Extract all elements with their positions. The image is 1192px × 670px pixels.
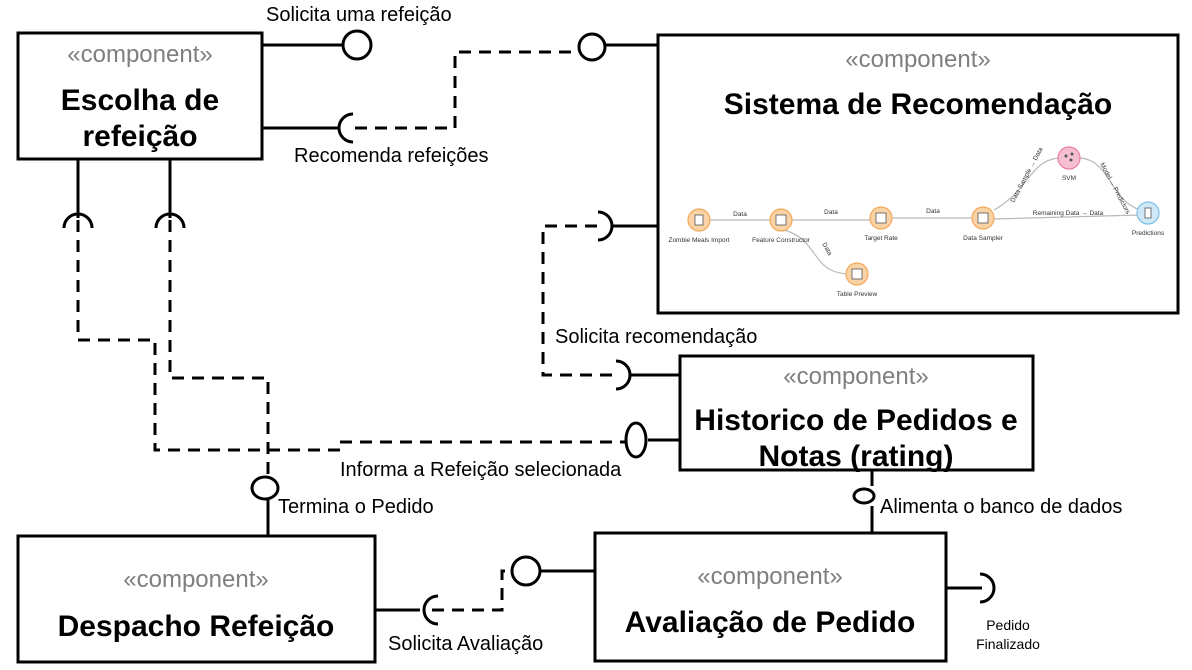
interface-socket-escolha2 bbox=[154, 212, 186, 229]
dependency-informa-escolha1 bbox=[76, 220, 625, 452]
workflow-node-preview: Table Preview bbox=[837, 262, 878, 298]
interface-labels: Solicita uma refeição Recomenda refeiçõe… bbox=[266, 4, 1122, 655]
interface-ball-alimenta bbox=[852, 487, 876, 505]
dependency-solicita-avaliacao bbox=[432, 569, 512, 612]
workflow-node-label: Predictions bbox=[1132, 230, 1165, 237]
workflow-node-predictions: Predictions bbox=[1132, 201, 1165, 237]
component-name-escolha-line2: refeição bbox=[82, 120, 197, 153]
workflow-edge-label: Remaining Data → Data bbox=[1033, 210, 1104, 217]
workflow-node-label: Zombie Meals Import bbox=[668, 237, 729, 244]
workflow-node-label: Feature Constructor bbox=[752, 237, 811, 244]
workflow-node-sampler: Data Sampler bbox=[963, 206, 1004, 242]
component-escolha-de-refeicao: «component» Escolha de refeição bbox=[16, 31, 264, 161]
component-name-historico-line2: Notas (rating) bbox=[759, 440, 954, 473]
component-historico-de-pedidos: «component» Historico de Pedidos e Notas… bbox=[678, 354, 1035, 473]
workflow-node-label: SVM bbox=[1062, 175, 1076, 182]
stereotype-avaliacao: «component» bbox=[697, 563, 842, 590]
component-sistema-de-recomendacao: «component» Sistema de Recomendação Data… bbox=[656, 33, 1180, 315]
workflow-node-svm: SVM bbox=[1057, 146, 1081, 182]
workflow-edge-label: Data bbox=[733, 211, 747, 218]
component-name-sistema: Sistema de Recomendação bbox=[724, 88, 1113, 121]
workflow-node-feature: Feature Constructor bbox=[752, 208, 811, 244]
workflow-node-zombie: Zombie Meals Import bbox=[668, 208, 730, 244]
label-pedido-finalizado-line1: Pedido bbox=[986, 617, 1030, 633]
label-solicita-recomendacao: Solicita recomendação bbox=[555, 326, 757, 348]
stereotype-sistema: «component» bbox=[845, 46, 990, 73]
connector-lines bbox=[76, 43, 982, 612]
label-solicita-refeicao: Solicita uma refeição bbox=[266, 4, 452, 26]
interface-ball-solicita-refeicao bbox=[341, 29, 373, 61]
interface-ball-informa bbox=[624, 421, 648, 459]
workflow-node-label: Target Rate bbox=[864, 235, 898, 242]
stereotype-historico: «component» bbox=[783, 363, 928, 390]
interface-socket-pedido-finalizado bbox=[979, 572, 996, 604]
interface-ball-sistema bbox=[577, 32, 607, 62]
interface-socket-sistema bbox=[597, 210, 614, 242]
dependency-lines bbox=[76, 50, 625, 612]
component-despacho-refeicao: «component» Despacho Refeição bbox=[16, 534, 377, 664]
label-alimenta-banco: Alimenta o banco de dados bbox=[880, 496, 1122, 518]
interface-socket-despacho bbox=[422, 594, 439, 626]
workflow-edge-label: Data bbox=[926, 208, 940, 215]
interface-socket-escolha1 bbox=[62, 212, 94, 229]
component-name-despacho: Despacho Refeição bbox=[58, 610, 335, 643]
interface-socket-recomenda bbox=[337, 112, 354, 144]
workflow-node-label: Table Preview bbox=[837, 291, 878, 298]
component-name-historico-line1: Historico de Pedidos e bbox=[694, 404, 1017, 437]
label-recomenda-refeicoes: Recomenda refeições bbox=[294, 145, 489, 167]
dependency-solicita-recomendacao bbox=[541, 224, 612, 377]
dependency-escolha2-termina bbox=[168, 220, 270, 476]
stereotype-despacho: «component» bbox=[123, 566, 268, 593]
provided-interfaces bbox=[250, 29, 876, 587]
interface-socket-historico bbox=[615, 359, 632, 391]
dependency-recomenda bbox=[355, 50, 590, 130]
workflow-edge-label: Data bbox=[824, 209, 838, 216]
workflow-node-target: Target Rate bbox=[864, 206, 898, 242]
label-informa-refeicao: Informa a Refeição selecionada bbox=[340, 459, 622, 481]
component-name-avaliacao: Avaliação de Pedido bbox=[625, 606, 916, 639]
component-avaliacao-de-pedido: «component» Avaliação de Pedido bbox=[593, 531, 948, 663]
label-termina-pedido: Termina o Pedido bbox=[278, 496, 434, 518]
component-name-escolha-line1: Escolha de bbox=[61, 84, 219, 117]
stereotype-escolha: «component» bbox=[67, 41, 212, 68]
label-solicita-avaliacao: Solicita Avaliação bbox=[388, 633, 543, 655]
label-pedido-finalizado-line2: Finalizado bbox=[976, 636, 1040, 652]
workflow-node-label: Data Sampler bbox=[963, 235, 1004, 242]
required-interfaces bbox=[62, 112, 996, 626]
interface-ball-termina bbox=[250, 475, 280, 501]
interface-ball-avaliacao bbox=[510, 555, 542, 587]
